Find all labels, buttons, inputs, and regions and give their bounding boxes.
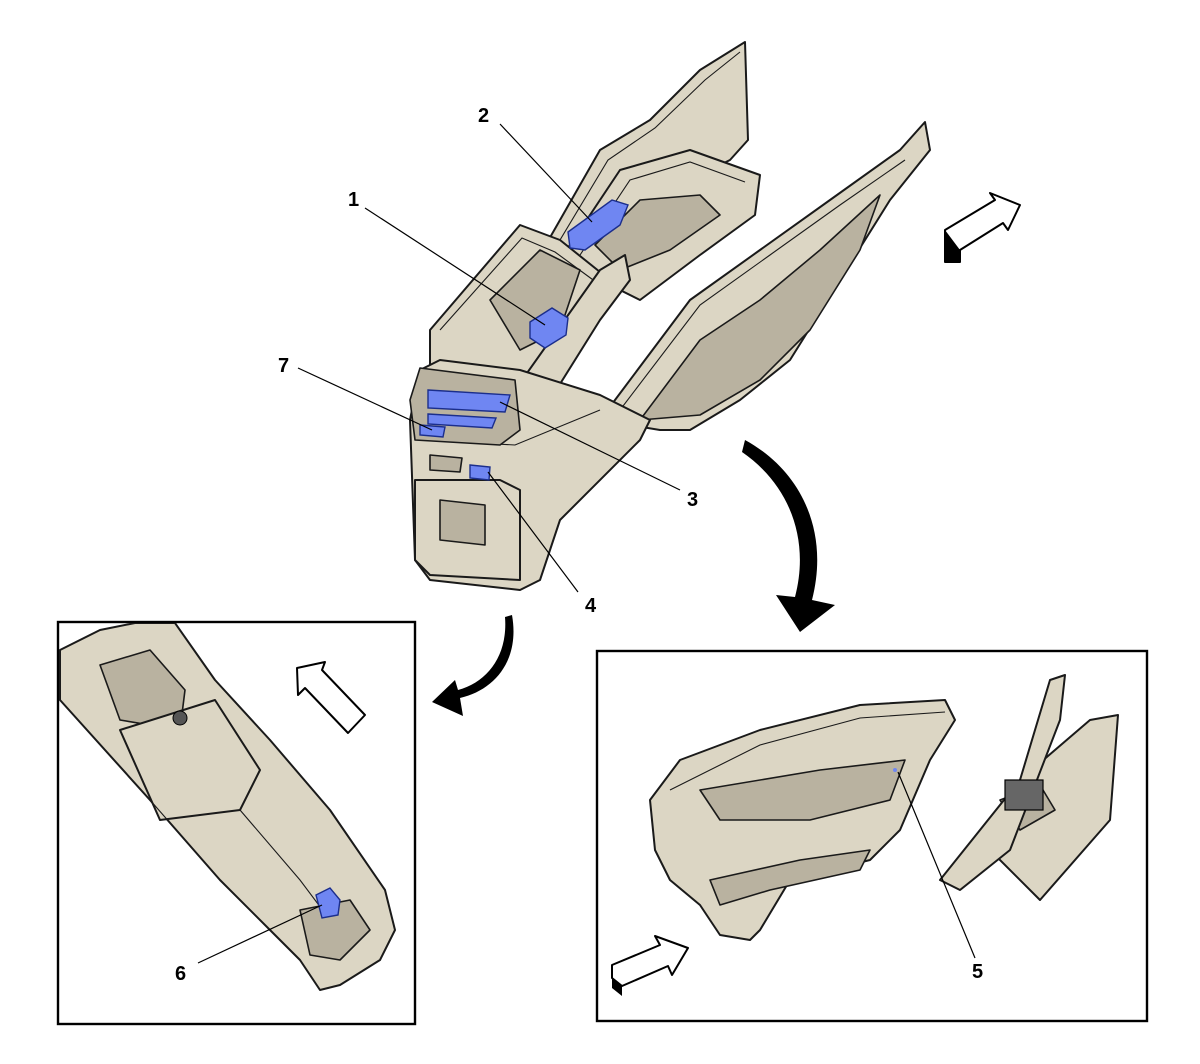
rear-control-panel-3 (427, 389, 511, 413)
callout-1: 1 (348, 189, 359, 211)
callout-3: 3 (687, 489, 698, 511)
rear-control-panel-3b (427, 413, 498, 429)
callout-5: 5 (972, 961, 983, 983)
forward-arrow-icon-right-inset (611, 935, 689, 996)
right-inset (595, 649, 1149, 1023)
callout-4: 4 (585, 595, 597, 617)
callout-2: 2 (478, 105, 489, 127)
accessory-switch-1 (529, 307, 569, 349)
forward-arrow-icon-left-inset (296, 661, 366, 734)
forward-arrow-icon (944, 192, 1021, 263)
usb-port-4 (469, 464, 491, 481)
curved-arrow-icon-right (742, 440, 835, 632)
main-console-view (409, 41, 931, 591)
curved-arrow-icon-left (432, 615, 514, 716)
left-inset (56, 620, 417, 1026)
rear-seat-heat-switch-2 (567, 199, 629, 251)
callout-7: 7 (278, 355, 289, 377)
component-6 (315, 887, 341, 919)
callouts: 1 2 3 4 5 6 7 (175, 105, 983, 985)
callout-6: 6 (175, 963, 186, 985)
